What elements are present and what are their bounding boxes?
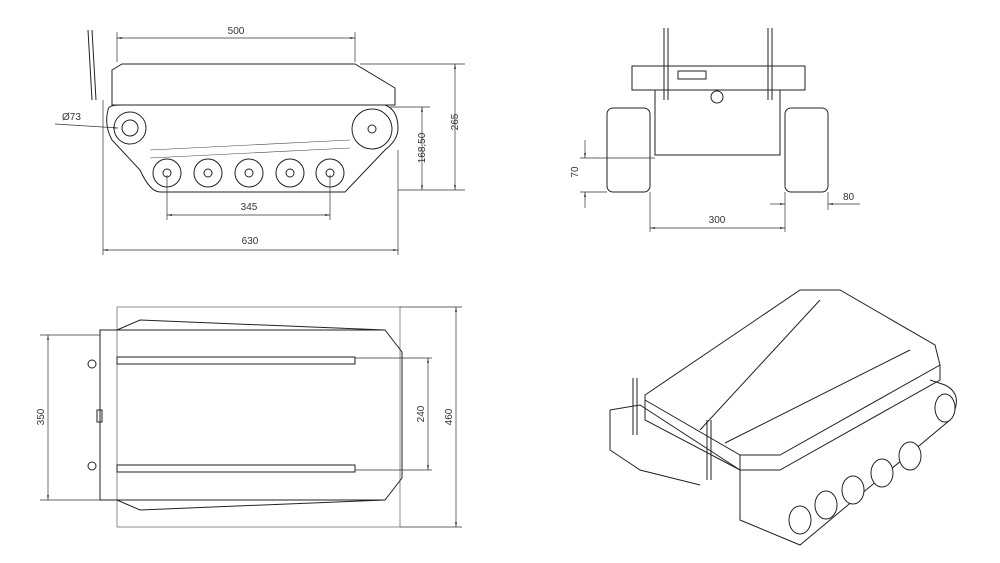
dim-350: 350	[36, 408, 47, 425]
dim-460: 460	[444, 408, 455, 425]
right-track	[784, 107, 829, 193]
isometric-view	[609, 289, 957, 546]
idler	[351, 108, 393, 150]
top-view: 350 240 460	[36, 306, 462, 528]
dim-265: 265	[450, 113, 461, 130]
dim-diameter-73: Ø73	[62, 112, 81, 123]
antenna-icon	[663, 28, 773, 100]
dim-168-50: 168,50	[417, 132, 428, 163]
road-wheels	[788, 393, 956, 535]
dim-80: 80	[843, 192, 855, 203]
dim-240: 240	[416, 405, 427, 422]
dim-630: 630	[242, 236, 259, 247]
dim-345: 345	[241, 202, 258, 213]
dim-500: 500	[228, 26, 245, 37]
side-view: 500 Ø73 265 168,50 345 630	[54, 26, 465, 255]
left-track	[606, 107, 651, 193]
front-view: 70 300 80	[570, 28, 860, 232]
road-wheels	[152, 158, 345, 188]
dim-70: 70	[570, 166, 581, 178]
dim-300: 300	[709, 215, 726, 226]
antenna-icon	[87, 29, 97, 101]
antenna-icon	[632, 378, 712, 480]
sprocket	[113, 111, 147, 145]
